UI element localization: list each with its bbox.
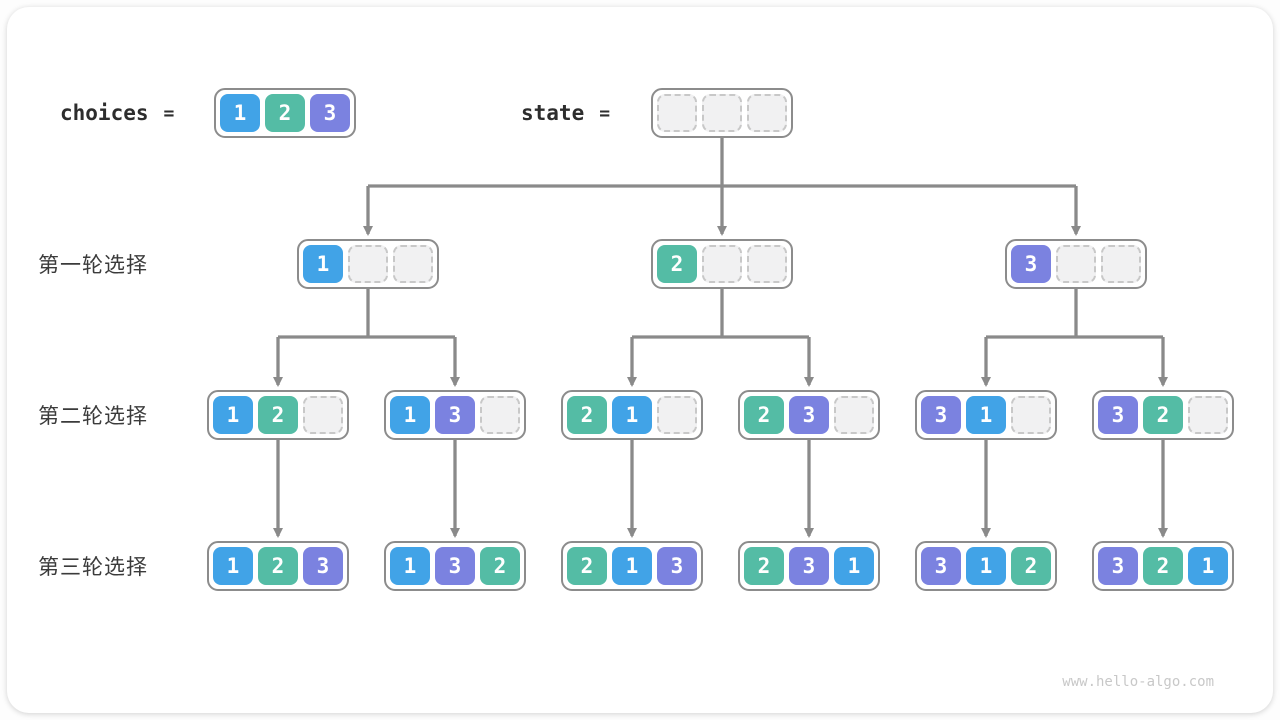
value-cell-2: 2	[744, 547, 784, 585]
empty-slot	[834, 396, 874, 434]
empty-slot	[747, 94, 787, 132]
value-cell-2: 2	[480, 547, 520, 585]
value-cell-3: 3	[303, 547, 343, 585]
empty-slot	[348, 245, 388, 283]
equals-sign: =	[599, 102, 611, 124]
value-cell-1: 1	[612, 547, 652, 585]
row-label-2: 第二轮选择	[38, 405, 148, 428]
state-node-2__: 2	[651, 239, 793, 289]
state-node-3__: 3	[1005, 239, 1147, 289]
value-cell-3: 3	[435, 547, 475, 585]
choices-label: choices	[60, 101, 149, 125]
value-cell-3: 3	[1011, 245, 1051, 283]
value-cell-3: 3	[921, 547, 961, 585]
value-cell-3: 3	[657, 547, 697, 585]
value-cell-3: 3	[1098, 396, 1138, 434]
value-cell-3: 3	[789, 396, 829, 434]
empty-slot	[657, 94, 697, 132]
value-cell-1: 1	[1188, 547, 1228, 585]
value-cell-2: 2	[1143, 547, 1183, 585]
empty-slot	[480, 396, 520, 434]
value-cell-2: 2	[657, 245, 697, 283]
state-label-group: state =	[521, 88, 610, 138]
choices-label-group: choices =	[60, 88, 174, 138]
empty-slot	[303, 396, 343, 434]
value-cell-2: 2	[258, 396, 298, 434]
value-cell-1: 1	[834, 547, 874, 585]
empty-slot	[1011, 396, 1051, 434]
value-cell-1: 1	[213, 396, 253, 434]
state-node-1__: 1	[297, 239, 439, 289]
value-cell-3: 3	[1098, 547, 1138, 585]
empty-slot	[702, 245, 742, 283]
value-cell-1: 1	[390, 547, 430, 585]
empty-slot	[1056, 245, 1096, 283]
value-cell-1: 1	[303, 245, 343, 283]
value-cell-2: 2	[1143, 396, 1183, 434]
value-cell-2: 2	[258, 547, 298, 585]
value-cell-3: 3	[310, 94, 350, 132]
row-label-1: 第一轮选择	[38, 254, 148, 277]
value-cell-2: 2	[567, 396, 607, 434]
empty-slot	[702, 94, 742, 132]
value-cell-3: 3	[921, 396, 961, 434]
value-cell-3: 3	[435, 396, 475, 434]
value-cell-2: 2	[744, 396, 784, 434]
equals-sign: =	[163, 102, 175, 124]
empty-slot	[747, 245, 787, 283]
empty-slot	[1101, 245, 1141, 283]
row-label-3: 第三轮选择	[38, 556, 148, 579]
watermark: www.hello-algo.com	[1062, 674, 1214, 690]
state-label: state	[521, 101, 585, 125]
value-cell-2: 2	[1011, 547, 1051, 585]
value-cell-2: 2	[567, 547, 607, 585]
value-cell-1: 1	[220, 94, 260, 132]
value-cell-1: 1	[966, 396, 1006, 434]
state-array	[651, 88, 793, 138]
empty-slot	[1188, 396, 1228, 434]
value-cell-1: 1	[612, 396, 652, 434]
value-cell-2: 2	[265, 94, 305, 132]
value-cell-1: 1	[966, 547, 1006, 585]
empty-slot	[657, 396, 697, 434]
value-cell-1: 1	[213, 547, 253, 585]
empty-slot	[393, 245, 433, 283]
value-cell-1: 1	[390, 396, 430, 434]
value-cell-3: 3	[789, 547, 829, 585]
